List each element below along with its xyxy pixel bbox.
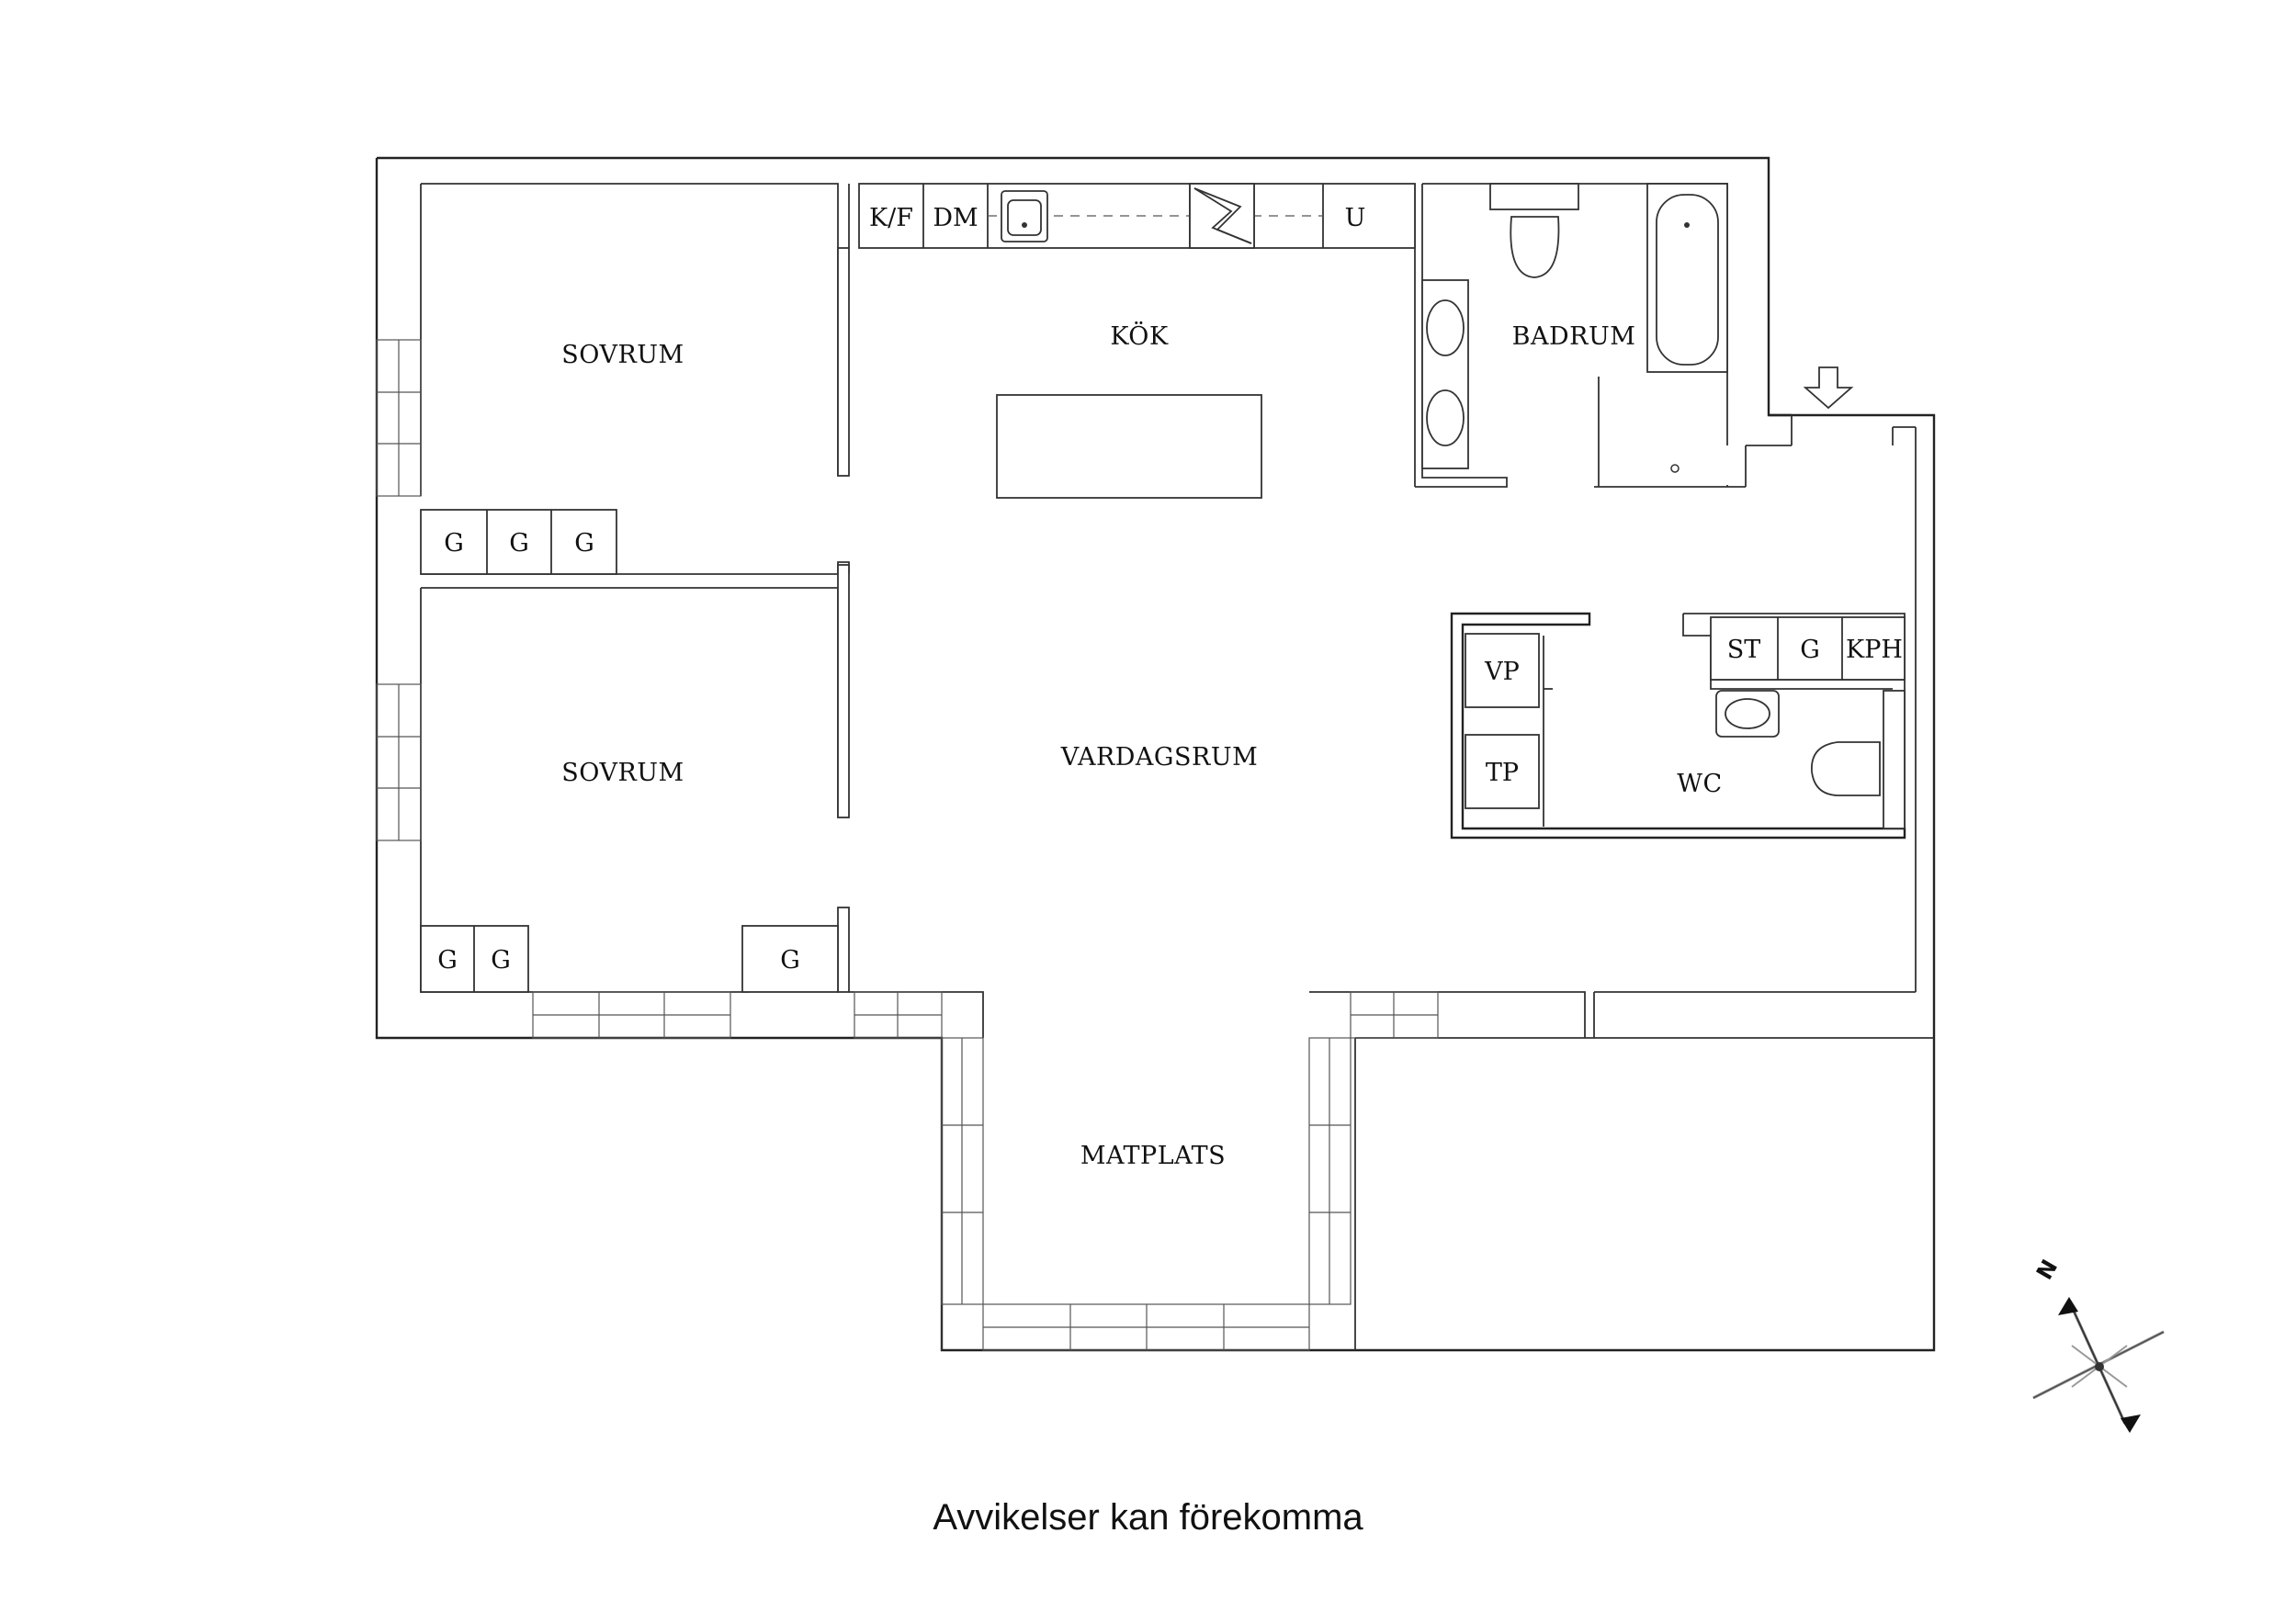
storage-label: ST bbox=[1727, 636, 1761, 664]
bathtub-icon bbox=[1646, 183, 1728, 373]
counter-u-label: U bbox=[1345, 204, 1366, 232]
room-label-wc: WC bbox=[1677, 770, 1722, 798]
wardrobe-label: G bbox=[780, 946, 800, 975]
kitchen-island bbox=[996, 394, 1262, 499]
room-label-matplats: MATPLATS bbox=[1080, 1142, 1226, 1170]
compass-north-label: N bbox=[2031, 1256, 2063, 1284]
compass-rose-icon bbox=[2032, 1297, 2165, 1433]
coat-closet-label: KPH bbox=[1846, 636, 1903, 664]
room-label-sovrum-upper: SOVRUM bbox=[561, 341, 684, 369]
wardrobe-label: G bbox=[509, 529, 529, 558]
washing-machine-label: VP bbox=[1484, 658, 1520, 686]
stove-icon bbox=[1189, 183, 1255, 249]
windows bbox=[376, 339, 1439, 1351]
bathroom-toilet-icon bbox=[1489, 183, 1579, 278]
double-sink-icon bbox=[1421, 279, 1469, 469]
wc-sink-icon bbox=[1715, 690, 1780, 738]
dryer-label: TP bbox=[1486, 759, 1519, 787]
counter-dm-label: DM bbox=[933, 204, 978, 232]
entrance-arrow-icon bbox=[1803, 366, 1854, 410]
wc-toilet-icon bbox=[1811, 690, 1906, 829]
wardrobe-label: G bbox=[444, 529, 464, 558]
wardrobe-label: G bbox=[437, 946, 458, 975]
wardrobes-lower-bedroom bbox=[420, 925, 839, 993]
sink-icon bbox=[1001, 190, 1048, 242]
counter-kf-label: K/F bbox=[869, 204, 913, 232]
exterior-walls bbox=[375, 156, 1936, 1352]
wardrobe-label: G bbox=[574, 529, 594, 558]
room-label-kok: KÖK bbox=[1110, 320, 1169, 351]
shower-icon bbox=[1598, 377, 1680, 487]
room-label-badrum: BADRUM bbox=[1512, 322, 1636, 351]
wardrobes-upper-bedroom bbox=[420, 509, 617, 575]
laundry-machines bbox=[1465, 633, 1553, 827]
wardrobe-label: G bbox=[491, 946, 511, 975]
room-label-vardagsrum: VARDAGSRUM bbox=[1060, 743, 1258, 772]
wardrobe-label: G bbox=[1800, 636, 1820, 664]
closet-row bbox=[1710, 616, 1906, 681]
disclaimer-text: Avvikelser kan förekomma bbox=[933, 1497, 1363, 1538]
room-label-sovrum-lower: SOVRUM bbox=[561, 759, 684, 787]
